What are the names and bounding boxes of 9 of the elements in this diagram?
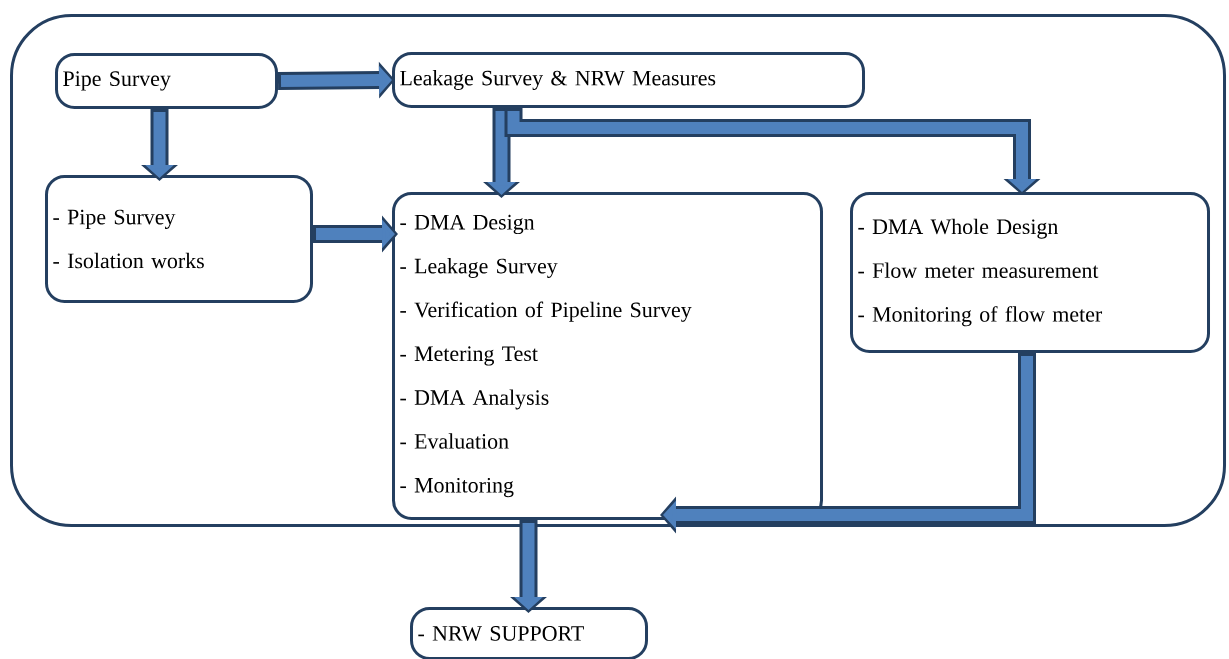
process-box: Pipe Survey xyxy=(55,53,278,109)
frame-box xyxy=(10,14,1226,527)
list-box: - DMA Design - Leakage Survey - Verification of Pipeline Survey - Metering Test - DMA Analysis - Evaluation - Monitoring xyxy=(392,192,823,520)
block-arrow xyxy=(660,353,1036,534)
process-box: - NRW SUPPORT xyxy=(410,607,648,659)
list-box: - DMA Whole Design - Flow meter measurement - Monitoring of flow meter xyxy=(850,192,1210,353)
process-box: Leakage Survey & NRW Measures xyxy=(392,52,865,108)
list-box: - Pipe Survey - Isolation works xyxy=(45,175,313,303)
block-arrow xyxy=(504,108,1041,195)
